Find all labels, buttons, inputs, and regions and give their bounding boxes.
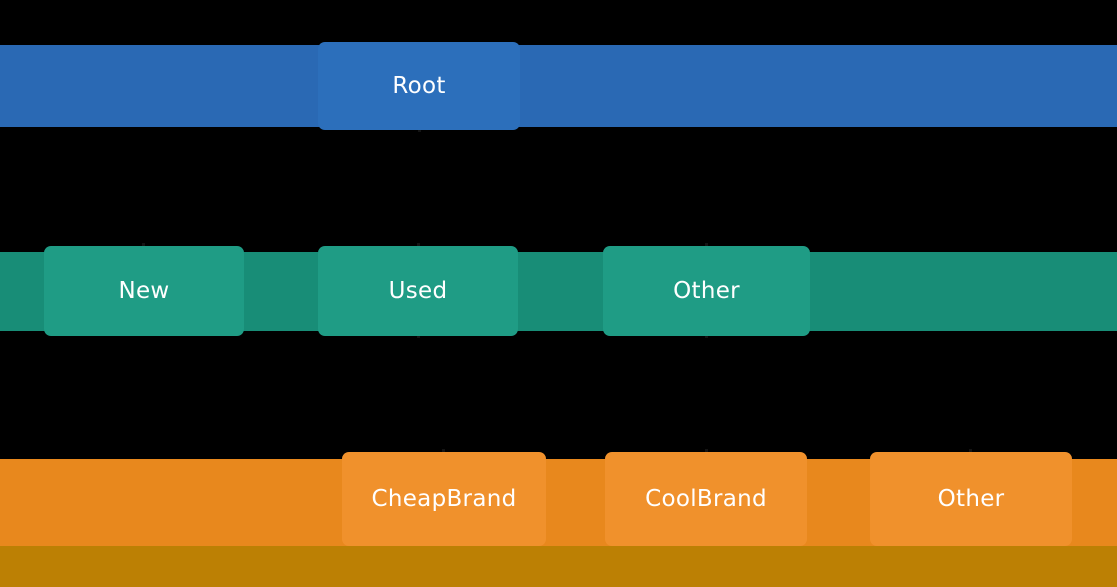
level-band-root <box>0 45 1117 127</box>
node-label: Other <box>937 486 1005 512</box>
node-label: CheapBrand <box>371 486 517 512</box>
node-other-condition[interactable]: Other <box>603 246 810 336</box>
node-other-brand[interactable]: Other <box>870 452 1072 546</box>
level-band-partial-bottom <box>0 546 1117 587</box>
node-new[interactable]: New <box>44 246 244 336</box>
node-coolbrand[interactable]: CoolBrand <box>605 452 807 546</box>
node-label: CoolBrand <box>645 486 767 512</box>
node-label: New <box>118 278 170 304</box>
node-used[interactable]: Used <box>318 246 518 336</box>
node-root[interactable]: Root <box>318 42 520 130</box>
node-label: Root <box>392 73 446 99</box>
node-label: Used <box>388 278 448 304</box>
node-label: Other <box>673 278 740 304</box>
node-cheapbrand[interactable]: CheapBrand <box>342 452 546 546</box>
